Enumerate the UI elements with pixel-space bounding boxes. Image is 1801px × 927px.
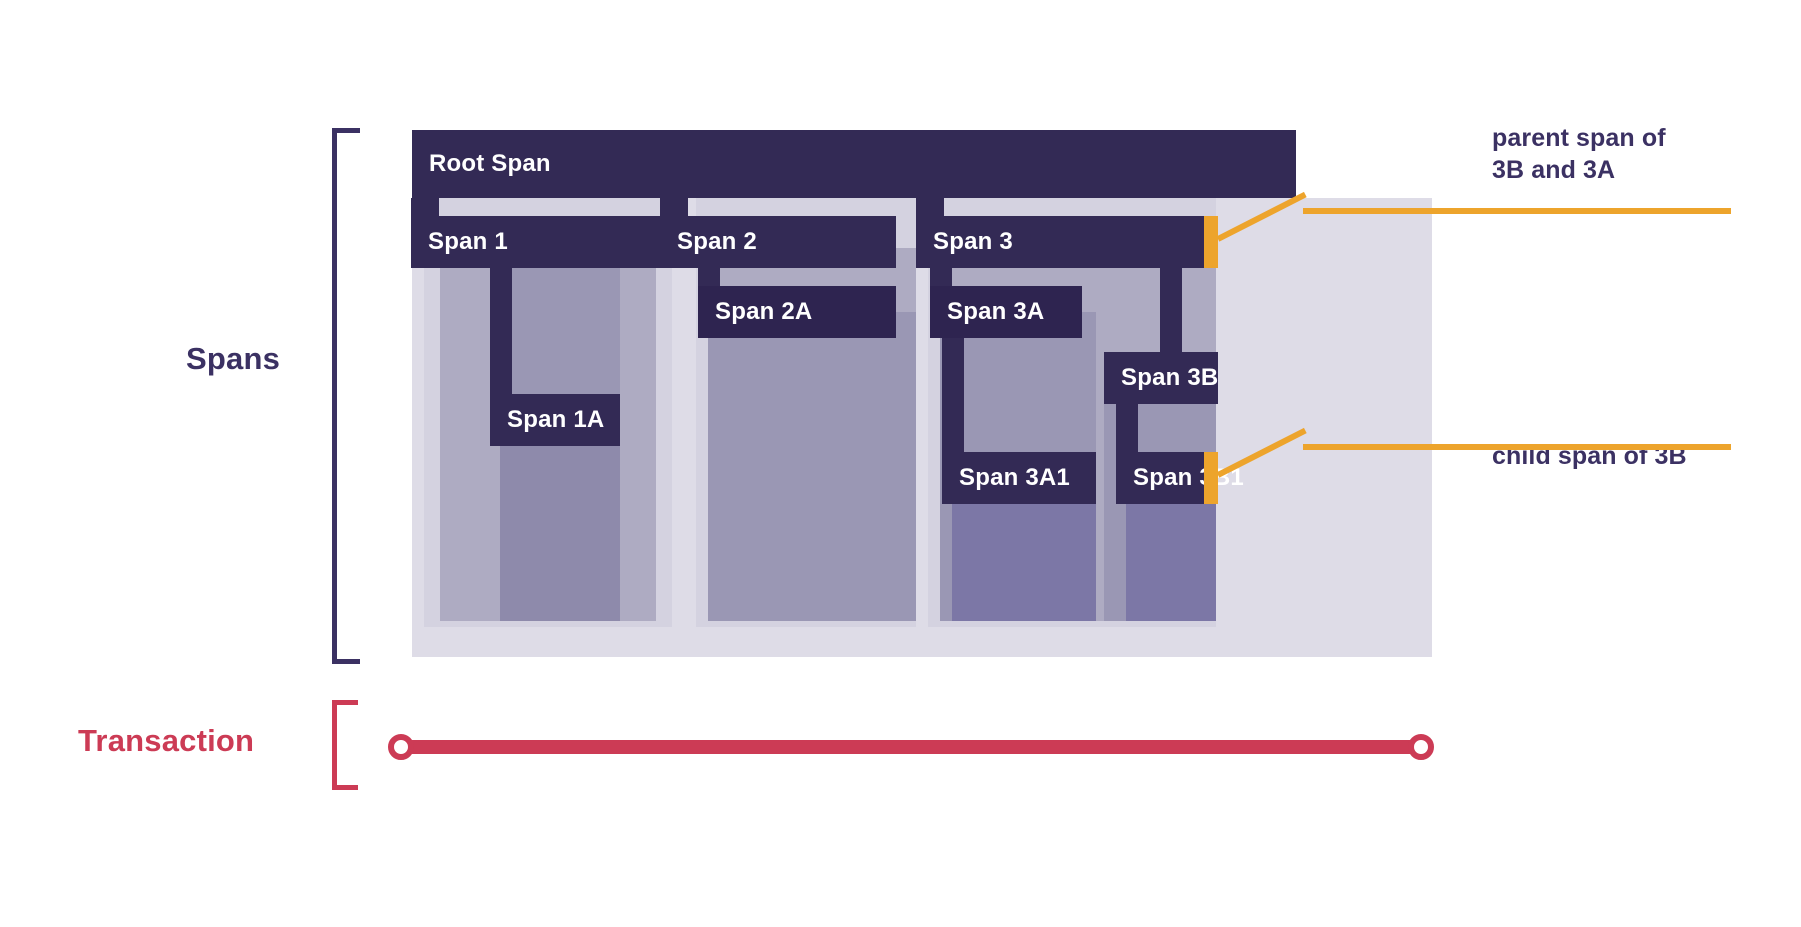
span-label-span-3a1: Span 3A1 <box>959 464 1070 491</box>
annotation-parent-span-text: parent span of 3B and 3A <box>1492 124 1666 184</box>
spans-bracket-bottom <box>332 659 360 664</box>
connector-span-3a-to-3a1 <box>942 312 964 478</box>
span-bar-span-1a[interactable]: Span 1A <box>490 394 620 446</box>
span-bar-span-1[interactable]: Span 1 <box>411 216 672 268</box>
transaction-bracket-stem <box>332 700 337 790</box>
span-label-span-2a: Span 2A <box>715 298 813 325</box>
span-label-span-3b: Span 3B <box>1121 364 1219 391</box>
span-label-root: Root Span <box>429 150 551 177</box>
span-2a-body-fill <box>708 312 916 621</box>
transaction-label: Transaction <box>78 723 255 758</box>
transaction-start-dot <box>388 734 414 760</box>
spans-bracket-stem <box>332 128 337 664</box>
span-label-span-2: Span 2 <box>677 228 757 255</box>
span-bar-span-3b[interactable]: Span 3B <box>1104 352 1218 404</box>
span-bar-span-3a1[interactable]: Span 3A1 <box>942 452 1096 504</box>
span-bar-span-3a[interactable]: Span 3A <box>930 286 1082 338</box>
leader-horizontal-1 <box>1303 208 1731 214</box>
span-label-span-3a: Span 3A <box>947 298 1045 325</box>
span-bar-span-3b1[interactable]: Span 3B1 <box>1116 452 1244 504</box>
spans-label: Spans <box>186 341 281 376</box>
span-bar-span-3[interactable]: Span 3 <box>916 216 1216 268</box>
spans-bracket <box>332 128 360 664</box>
span-label-span-3: Span 3 <box>933 228 1013 255</box>
span-1a-body-fill <box>500 420 620 621</box>
spans-diagram: Root Span Span 1 Span 1A Span 2 Span 2A … <box>411 130 1432 657</box>
span-label-span-1: Span 1 <box>428 228 508 255</box>
connector-span-3-to-3b <box>1160 248 1182 378</box>
span-bar-span-2a[interactable]: Span 2A <box>698 286 896 338</box>
transaction-bar <box>400 740 1420 754</box>
spans-bracket-top <box>332 128 360 133</box>
span-bar-root[interactable]: Root Span <box>412 130 1296 198</box>
transaction-bracket-top <box>332 700 358 705</box>
connector-span-1-to-1a <box>490 248 512 420</box>
orange-end-marker-span-3b1 <box>1204 452 1218 504</box>
transaction-end-dot <box>1408 734 1434 760</box>
transaction-bracket-bottom <box>332 785 358 790</box>
span-bar-span-2[interactable]: Span 2 <box>660 216 896 268</box>
transaction-bracket <box>332 700 358 790</box>
orange-end-marker-span-3 <box>1204 216 1218 268</box>
leader-horizontal-2 <box>1303 444 1731 450</box>
span-label-span-1a: Span 1A <box>507 406 605 433</box>
